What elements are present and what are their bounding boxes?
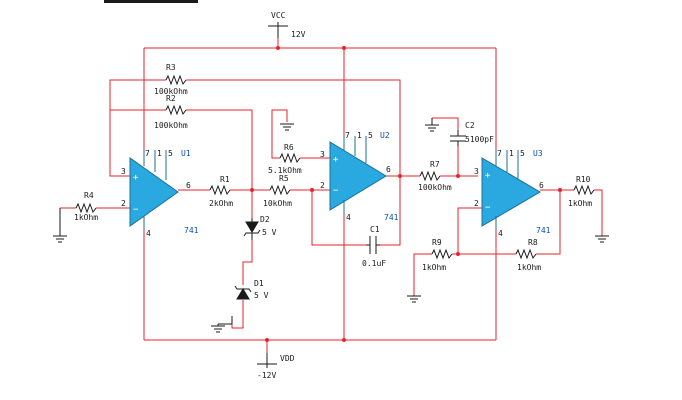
c2-ref: C2 xyxy=(465,121,475,130)
u1-pin-4: 4 xyxy=(146,229,151,238)
u2-plus-symbol: + xyxy=(333,155,339,165)
opamp-u3: + − 7 1 5 3 2 6 4 U3 741 xyxy=(474,149,551,238)
vcc-rail xyxy=(143,36,497,158)
r9-value: 1kOhm xyxy=(422,263,446,272)
u3-plus-symbol: + xyxy=(485,171,491,181)
r6-value: 5.1kOhm xyxy=(268,166,302,175)
c1-ref: C1 xyxy=(370,225,380,234)
d1-ref: D1 xyxy=(254,279,264,288)
u3-pin-2: 2 xyxy=(474,199,479,208)
r1-ref: R1 xyxy=(220,175,230,184)
ground-symbol-r4 xyxy=(53,208,67,243)
zener-diode-d2: D2 5 V xyxy=(243,215,277,240)
r5-value: 10kOhm xyxy=(263,199,292,208)
u2-minus-symbol: − xyxy=(333,186,339,196)
r7-ref: R7 xyxy=(430,160,440,169)
u1-model: 741 xyxy=(184,226,199,235)
d2-value: 5 V xyxy=(262,228,277,237)
r3-value: 100kOhm xyxy=(154,87,188,96)
c2-value: 5100pF xyxy=(465,135,494,144)
vdd-source: VDD -12V xyxy=(257,353,295,380)
u1-pin-1: 1 xyxy=(157,149,162,158)
resistor-r7: R7 100kOhm xyxy=(418,160,452,192)
u2-pin-7: 7 xyxy=(345,131,350,140)
zener-diode-d1: D1 5 V xyxy=(234,279,269,300)
r4-ref: R4 xyxy=(84,191,94,200)
u3-pin-5: 5 xyxy=(520,149,525,158)
opamp-u1: + − 7 1 5 3 2 6 4 U1 741 xyxy=(121,149,199,238)
r9-ref: R9 xyxy=(432,238,442,247)
u3-pin-1: 1 xyxy=(509,149,514,158)
resistor-r2: R2 100kOhm xyxy=(154,94,188,130)
r1-value: 2kOhm xyxy=(209,199,233,208)
r8-ref: R8 xyxy=(528,238,538,247)
resistor-r1: R1 2kOhm xyxy=(209,175,233,208)
u3-pin-6: 6 xyxy=(539,181,544,190)
feedback-wires xyxy=(60,79,603,329)
u2-ref: U2 xyxy=(380,131,390,140)
ground-symbol-r10 xyxy=(595,235,609,243)
u3-model: 741 xyxy=(536,226,551,235)
u1-pin-3: 3 xyxy=(121,167,126,176)
u3-ref: U3 xyxy=(533,149,543,158)
resistor-r4: R4 1kOhm xyxy=(74,191,98,222)
c1-value: 0.1uF xyxy=(362,259,386,268)
vdd-name-label: VDD xyxy=(280,354,295,363)
vcc-value-label: 12V xyxy=(291,30,306,39)
r2-value: 100kOhm xyxy=(154,121,188,130)
u1-pin-6: 6 xyxy=(186,181,191,190)
d2-ref: D2 xyxy=(260,215,270,224)
u2-model: 741 xyxy=(384,213,399,222)
ground-symbol-d1 xyxy=(211,316,233,333)
u2-pin-4: 4 xyxy=(346,213,351,222)
u1-pin-7: 7 xyxy=(145,149,150,158)
opamp-u2: + − 7 1 5 3 2 6 4 U2 741 xyxy=(320,131,399,222)
r8-value: 1kOhm xyxy=(517,263,541,272)
r10-value: 1kOhm xyxy=(568,199,592,208)
r6-ref: R6 xyxy=(284,143,294,152)
r3-ref: R3 xyxy=(166,63,176,72)
r7-value: 100kOhm xyxy=(418,183,452,192)
resistor-r3: R3 100kOhm xyxy=(154,63,188,96)
vcc-source: VCC 12V xyxy=(268,11,306,39)
u3-pin-3: 3 xyxy=(474,167,479,176)
r5-ref: R5 xyxy=(279,174,289,183)
vdd-value-label: -12V xyxy=(257,371,276,380)
resistor-r9: R9 1kOhm xyxy=(422,238,453,272)
resistor-r10: R10 1kOhm xyxy=(568,175,595,208)
u2-pin-2: 2 xyxy=(320,181,325,190)
vcc-name-label: VCC xyxy=(271,11,286,20)
capacitor-c1: C1 0.1uF xyxy=(362,225,386,268)
r4-value: 1kOhm xyxy=(74,213,98,222)
u1-pin-5: 5 xyxy=(168,149,173,158)
u3-pin-4: 4 xyxy=(498,229,503,238)
u2-pin-1: 1 xyxy=(357,131,362,140)
r10-ref: R10 xyxy=(576,175,591,184)
resistor-r5: R5 10kOhm xyxy=(263,174,292,208)
resistor-r6: R6 5.1kOhm xyxy=(268,143,302,175)
u3-pin-7: 7 xyxy=(497,149,502,158)
d1-value: 5 V xyxy=(254,291,269,300)
u1-plus-symbol: + xyxy=(133,173,139,183)
u3-minus-symbol: − xyxy=(485,203,491,213)
ground-symbol-r6 xyxy=(280,123,294,131)
r2-ref: R2 xyxy=(166,94,176,103)
u1-pin-2: 2 xyxy=(121,199,126,208)
u1-ref: U1 xyxy=(181,149,191,158)
u1-minus-symbol: − xyxy=(133,205,139,215)
vdd-rail xyxy=(143,210,497,355)
resistor-r8: R8 1kOhm xyxy=(515,238,541,272)
capacitor-c2: C2 5100pF xyxy=(450,121,494,146)
u2-pin-6: 6 xyxy=(386,165,391,174)
ground-symbol-c2 xyxy=(425,118,439,132)
u2-pin-3: 3 xyxy=(320,150,325,159)
u2-pin-5: 5 xyxy=(368,131,373,140)
ground-symbol-r9 xyxy=(407,295,421,303)
cropped-title-fragment xyxy=(104,0,198,3)
